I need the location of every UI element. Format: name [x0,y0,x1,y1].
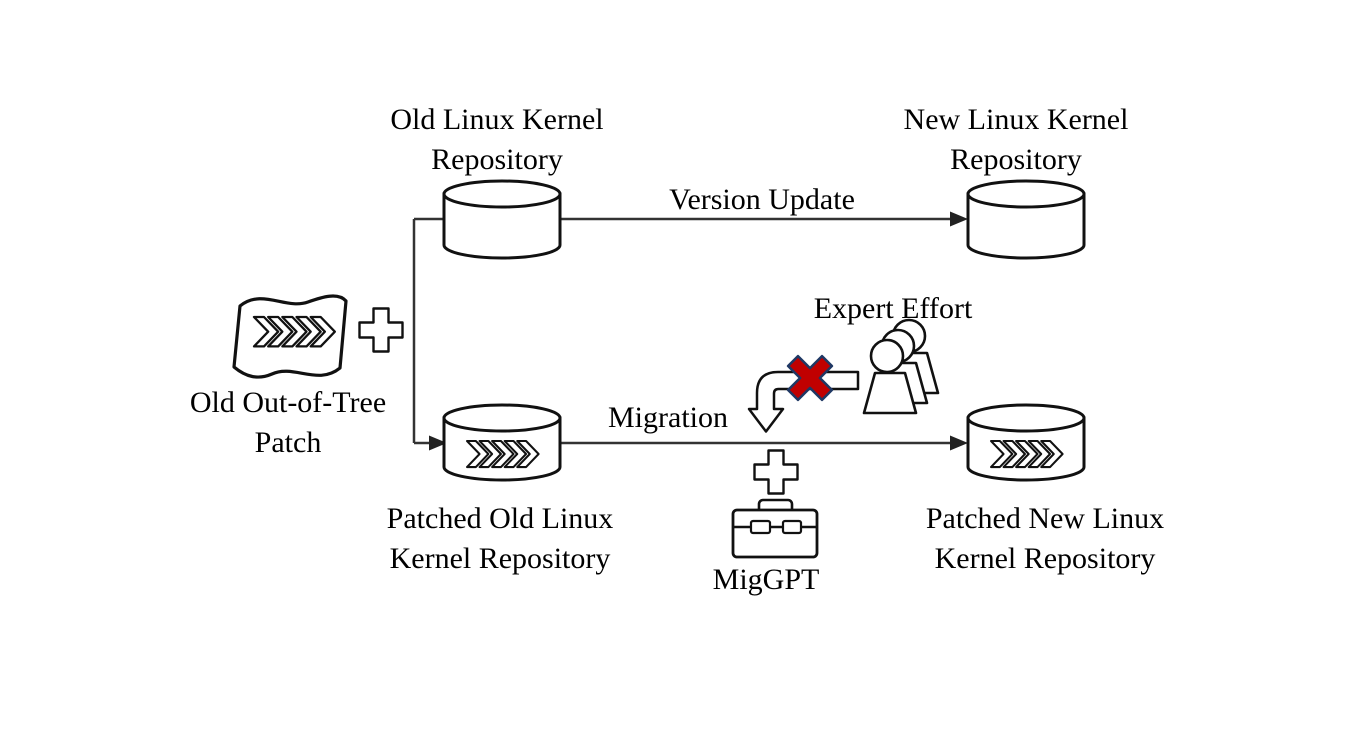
database-icon-old-repo [442,179,562,260]
version-update-label: Version Update [669,183,855,216]
migration-label: Migration [608,401,728,434]
patched-new-repo-label: Patched New Linux Kernel Repository [925,502,1165,575]
arrowhead-to-patched-new-repo [950,435,968,451]
patched-database-icon-old [442,403,562,482]
miggpt-label: MigGPT [712,563,820,596]
expert-effort-label: Expert Effort [813,292,973,325]
patched-database-icon-new [966,403,1086,482]
arrowhead-to-new-repo [950,211,968,227]
red-cross-icon [786,354,834,402]
old-patch-label: Old Out-of-Tree Patch [189,386,387,459]
database-icon-new-repo [966,179,1086,260]
old-repo-label: Old Linux Kernel Repository [390,103,604,176]
plus-icon-top [358,307,404,353]
toolbox-icon [731,498,819,559]
experts-icon [862,318,940,415]
new-repo-label: New Linux Kernel Repository [903,103,1129,176]
arrowhead-to-patched-old-repo [429,435,447,451]
patch-flag-icon [232,294,348,379]
plus-icon-bottom [753,449,799,495]
patched-old-repo-label: Patched Old Linux Kernel Repository [386,502,614,575]
elbow-down-arrow-icon [747,370,860,433]
arrowheads [429,211,968,451]
